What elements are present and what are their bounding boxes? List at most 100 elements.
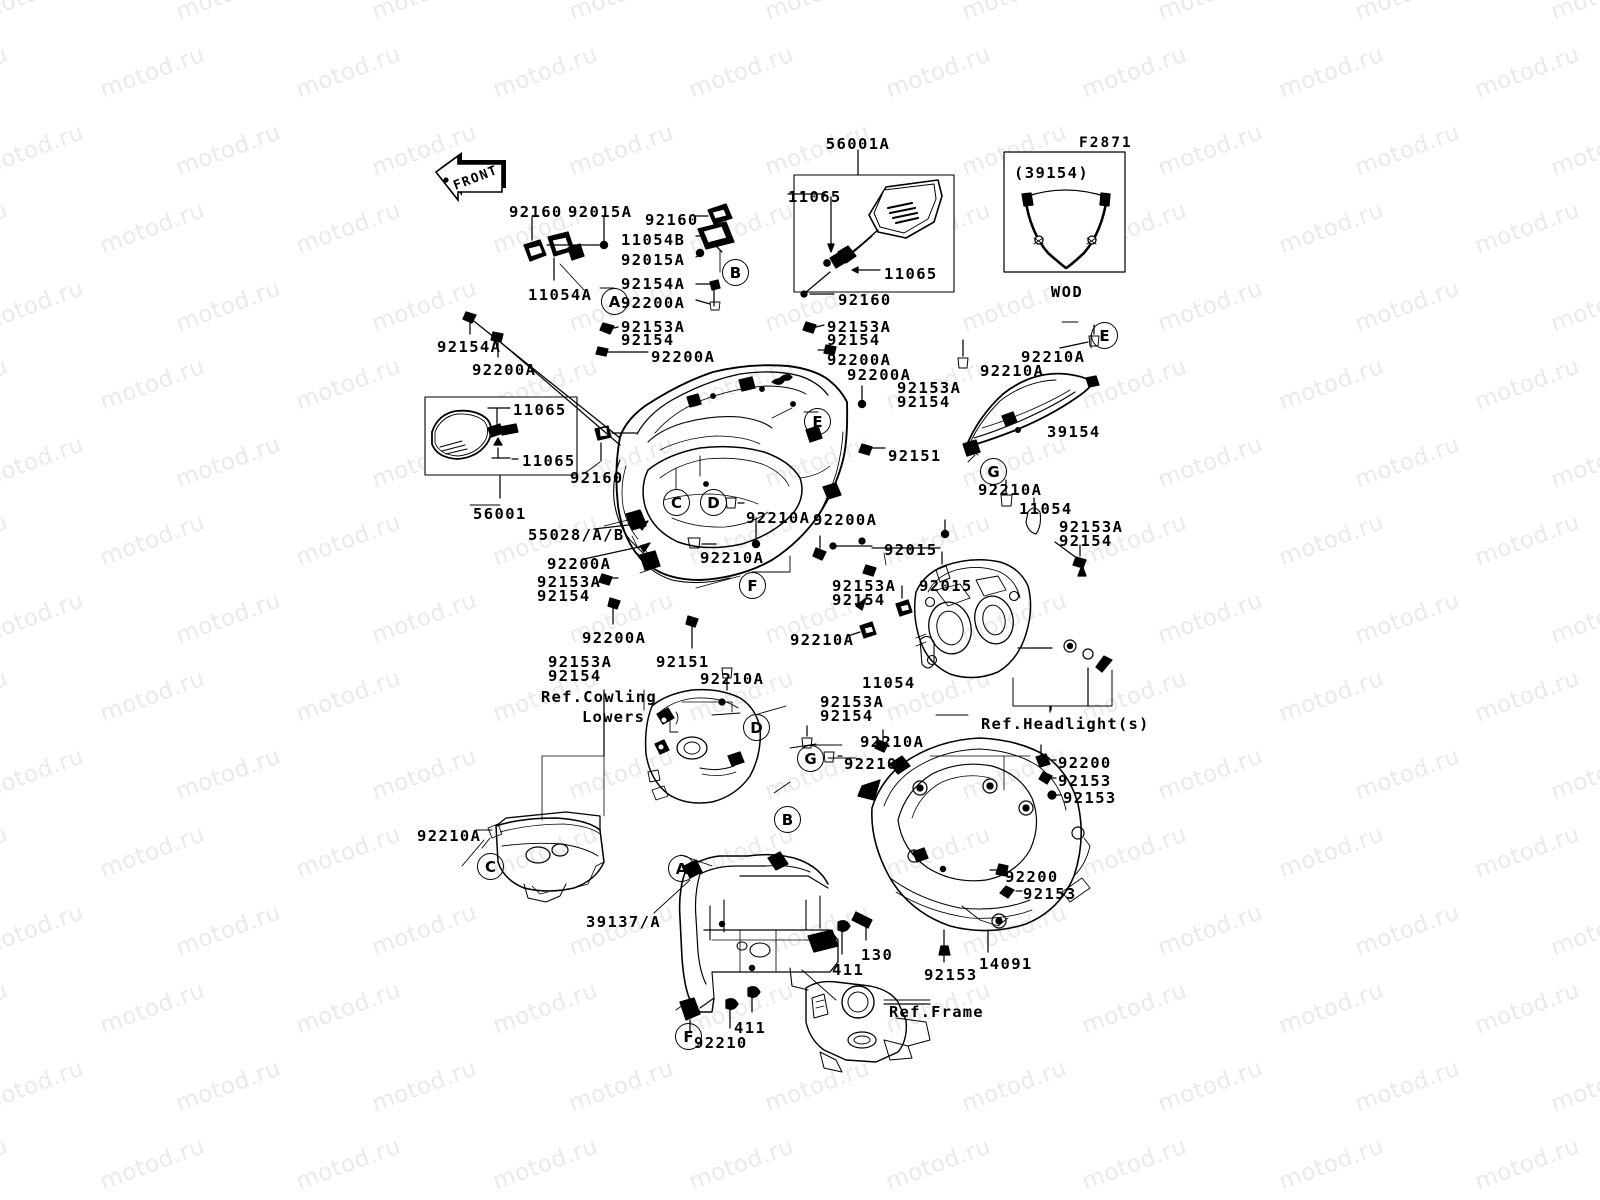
callout-tag-e: E — [1091, 322, 1118, 349]
callout-tag-b: B — [774, 806, 801, 833]
callout-tag-a: A — [601, 288, 628, 315]
part-label: 92153A — [537, 573, 602, 591]
part-label: 92200A — [472, 361, 537, 379]
part-label: 92200A — [847, 366, 912, 384]
part-label: 92154A — [621, 275, 686, 293]
part-label: 92153A — [621, 318, 686, 336]
part-label: 11054A — [528, 286, 593, 304]
part-label: 130 — [861, 946, 894, 964]
part-label: F2871 — [1079, 135, 1133, 151]
part-label: 92200A — [582, 629, 647, 647]
part-label: Ref.Cowling — [541, 688, 657, 706]
windshield-inset-box — [1003, 151, 1126, 273]
part-label: 11054 — [1019, 500, 1073, 518]
callout-tag-c: C — [477, 853, 504, 880]
callout-tag-a: A — [668, 855, 695, 882]
part-label: 92210A — [1021, 348, 1086, 366]
inner-cowling-bracket — [857, 737, 1091, 932]
part-label: 92151 — [656, 653, 710, 671]
callout-tag-d: D — [700, 489, 727, 516]
cowling-brace-panel — [644, 688, 762, 804]
part-label: 92200A — [827, 351, 892, 369]
part-label: 92153 — [924, 966, 978, 984]
part-label: 92153A — [897, 379, 962, 397]
part-label: 92200 — [1005, 868, 1059, 886]
callout-tag-c: C — [663, 489, 690, 516]
upper-cowling-assembly — [613, 364, 849, 584]
part-label: 92015A — [568, 203, 633, 221]
part-label: 92153A — [1059, 518, 1124, 536]
part-label: 92154 — [897, 393, 951, 411]
part-label: 411 — [734, 1019, 767, 1037]
part-label: 11065 — [788, 188, 842, 206]
cowling-lower-panel — [487, 689, 605, 903]
part-label: 11054 — [862, 674, 916, 692]
part-label: 92200A — [547, 555, 612, 573]
part-label: 92153 — [1063, 789, 1117, 807]
front-direction-marker: FRONT — [434, 152, 506, 203]
part-label: (39154) — [1014, 164, 1090, 182]
part-label: 92210A — [700, 549, 765, 567]
part-label: WOD — [1050, 283, 1084, 301]
part-label: 11065 — [513, 401, 567, 419]
callout-tag-g: G — [980, 458, 1007, 485]
part-label: 92210A — [978, 481, 1043, 499]
part-label: 11065 — [884, 265, 938, 283]
part-label: 92210A — [790, 631, 855, 649]
callout-tag-b: B — [722, 259, 749, 286]
part-label: 14091 — [979, 955, 1033, 973]
part-label: 56001A — [825, 135, 891, 153]
part-label: Ref.Frame — [889, 1003, 984, 1021]
part-label: 55028/A/B — [528, 526, 625, 544]
windshield-part-39154 — [962, 372, 1100, 457]
part-label: 92210A — [844, 755, 909, 773]
callout-tag-f: F — [675, 1023, 702, 1050]
part-label: 11054B — [621, 231, 686, 249]
callout-tag-f: F — [739, 572, 766, 599]
part-label: Lowers — [582, 708, 646, 726]
part-label: 92015A — [621, 251, 686, 269]
part-label: 92160 — [645, 211, 699, 229]
part-label: 92154 — [548, 667, 602, 685]
part-label: 92210A — [700, 670, 765, 688]
part-label: Ref.Headlight(s) — [981, 715, 1150, 733]
mirror-left-inset-box — [424, 396, 637, 499]
part-label: 56001 — [473, 505, 527, 523]
part-label: 92015 — [919, 577, 973, 595]
part-label: 92210A — [417, 827, 482, 845]
part-label: 92154 — [827, 331, 881, 349]
part-label: 92200A — [621, 294, 686, 312]
part-label: 11065 — [522, 452, 576, 470]
part-label: 92154 — [820, 707, 874, 725]
part-label: 411 — [832, 961, 865, 979]
part-label: 92210A — [860, 733, 925, 751]
part-label: 92160 — [838, 291, 892, 309]
part-label: 92210A — [980, 362, 1045, 380]
part-label: 92151 — [888, 447, 942, 465]
part-label: 92154 — [537, 587, 591, 605]
part-label: 92154 — [832, 591, 886, 609]
part-label: 92154A — [437, 338, 502, 356]
part-label: 92210A — [746, 509, 811, 527]
cowling-stay-frame — [678, 851, 931, 1073]
mirror-right-inset-box — [787, 149, 955, 298]
part-label: 92160 — [509, 203, 563, 221]
part-label: 92200A — [813, 511, 878, 529]
part-label: 92153 — [1023, 885, 1077, 903]
leader-lines — [461, 151, 1092, 1011]
part-label: 92200A — [651, 348, 716, 366]
part-label: 92153A — [548, 653, 613, 671]
part-label: 39154 — [1047, 423, 1101, 441]
part-label: 92015 — [884, 541, 938, 559]
part-label: 92200 — [1058, 754, 1112, 772]
part-label: 92153A — [820, 693, 885, 711]
part-label: 92154 — [621, 331, 675, 349]
fastener-symbols — [462, 203, 1100, 1033]
callout-tag-d: D — [743, 714, 770, 741]
part-label: 92153A — [832, 577, 897, 595]
part-label: 92160 — [570, 469, 624, 487]
part-label: 92154 — [1059, 532, 1113, 550]
part-label: 92153A — [827, 318, 892, 336]
